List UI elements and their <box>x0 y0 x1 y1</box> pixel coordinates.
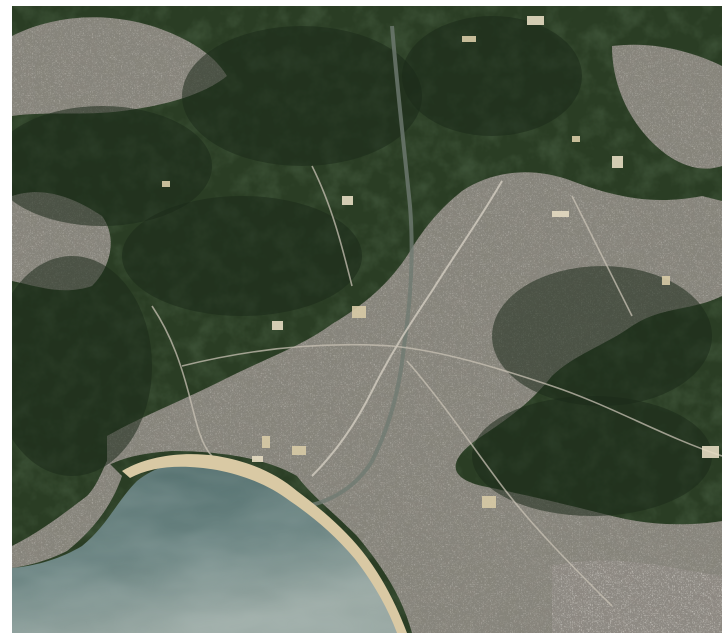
field-block <box>572 136 580 142</box>
road-network <box>151 165 722 607</box>
railway <box>311 180 503 477</box>
field-block <box>342 196 353 205</box>
field-block <box>527 16 544 25</box>
field-block <box>262 436 270 448</box>
field-block <box>162 181 170 187</box>
field-block <box>252 456 263 462</box>
field-block <box>612 156 623 168</box>
beach <box>122 454 407 633</box>
field-block <box>662 276 670 285</box>
building-blocks <box>162 16 719 508</box>
field-block <box>292 446 306 455</box>
field-block <box>552 211 569 217</box>
aerial-photo[interactable] <box>12 6 722 633</box>
field-block <box>352 306 366 318</box>
field-block <box>702 446 719 458</box>
hill-shading <box>12 16 712 516</box>
field-block <box>272 321 283 330</box>
field-block <box>482 496 496 508</box>
field-block <box>462 36 476 42</box>
